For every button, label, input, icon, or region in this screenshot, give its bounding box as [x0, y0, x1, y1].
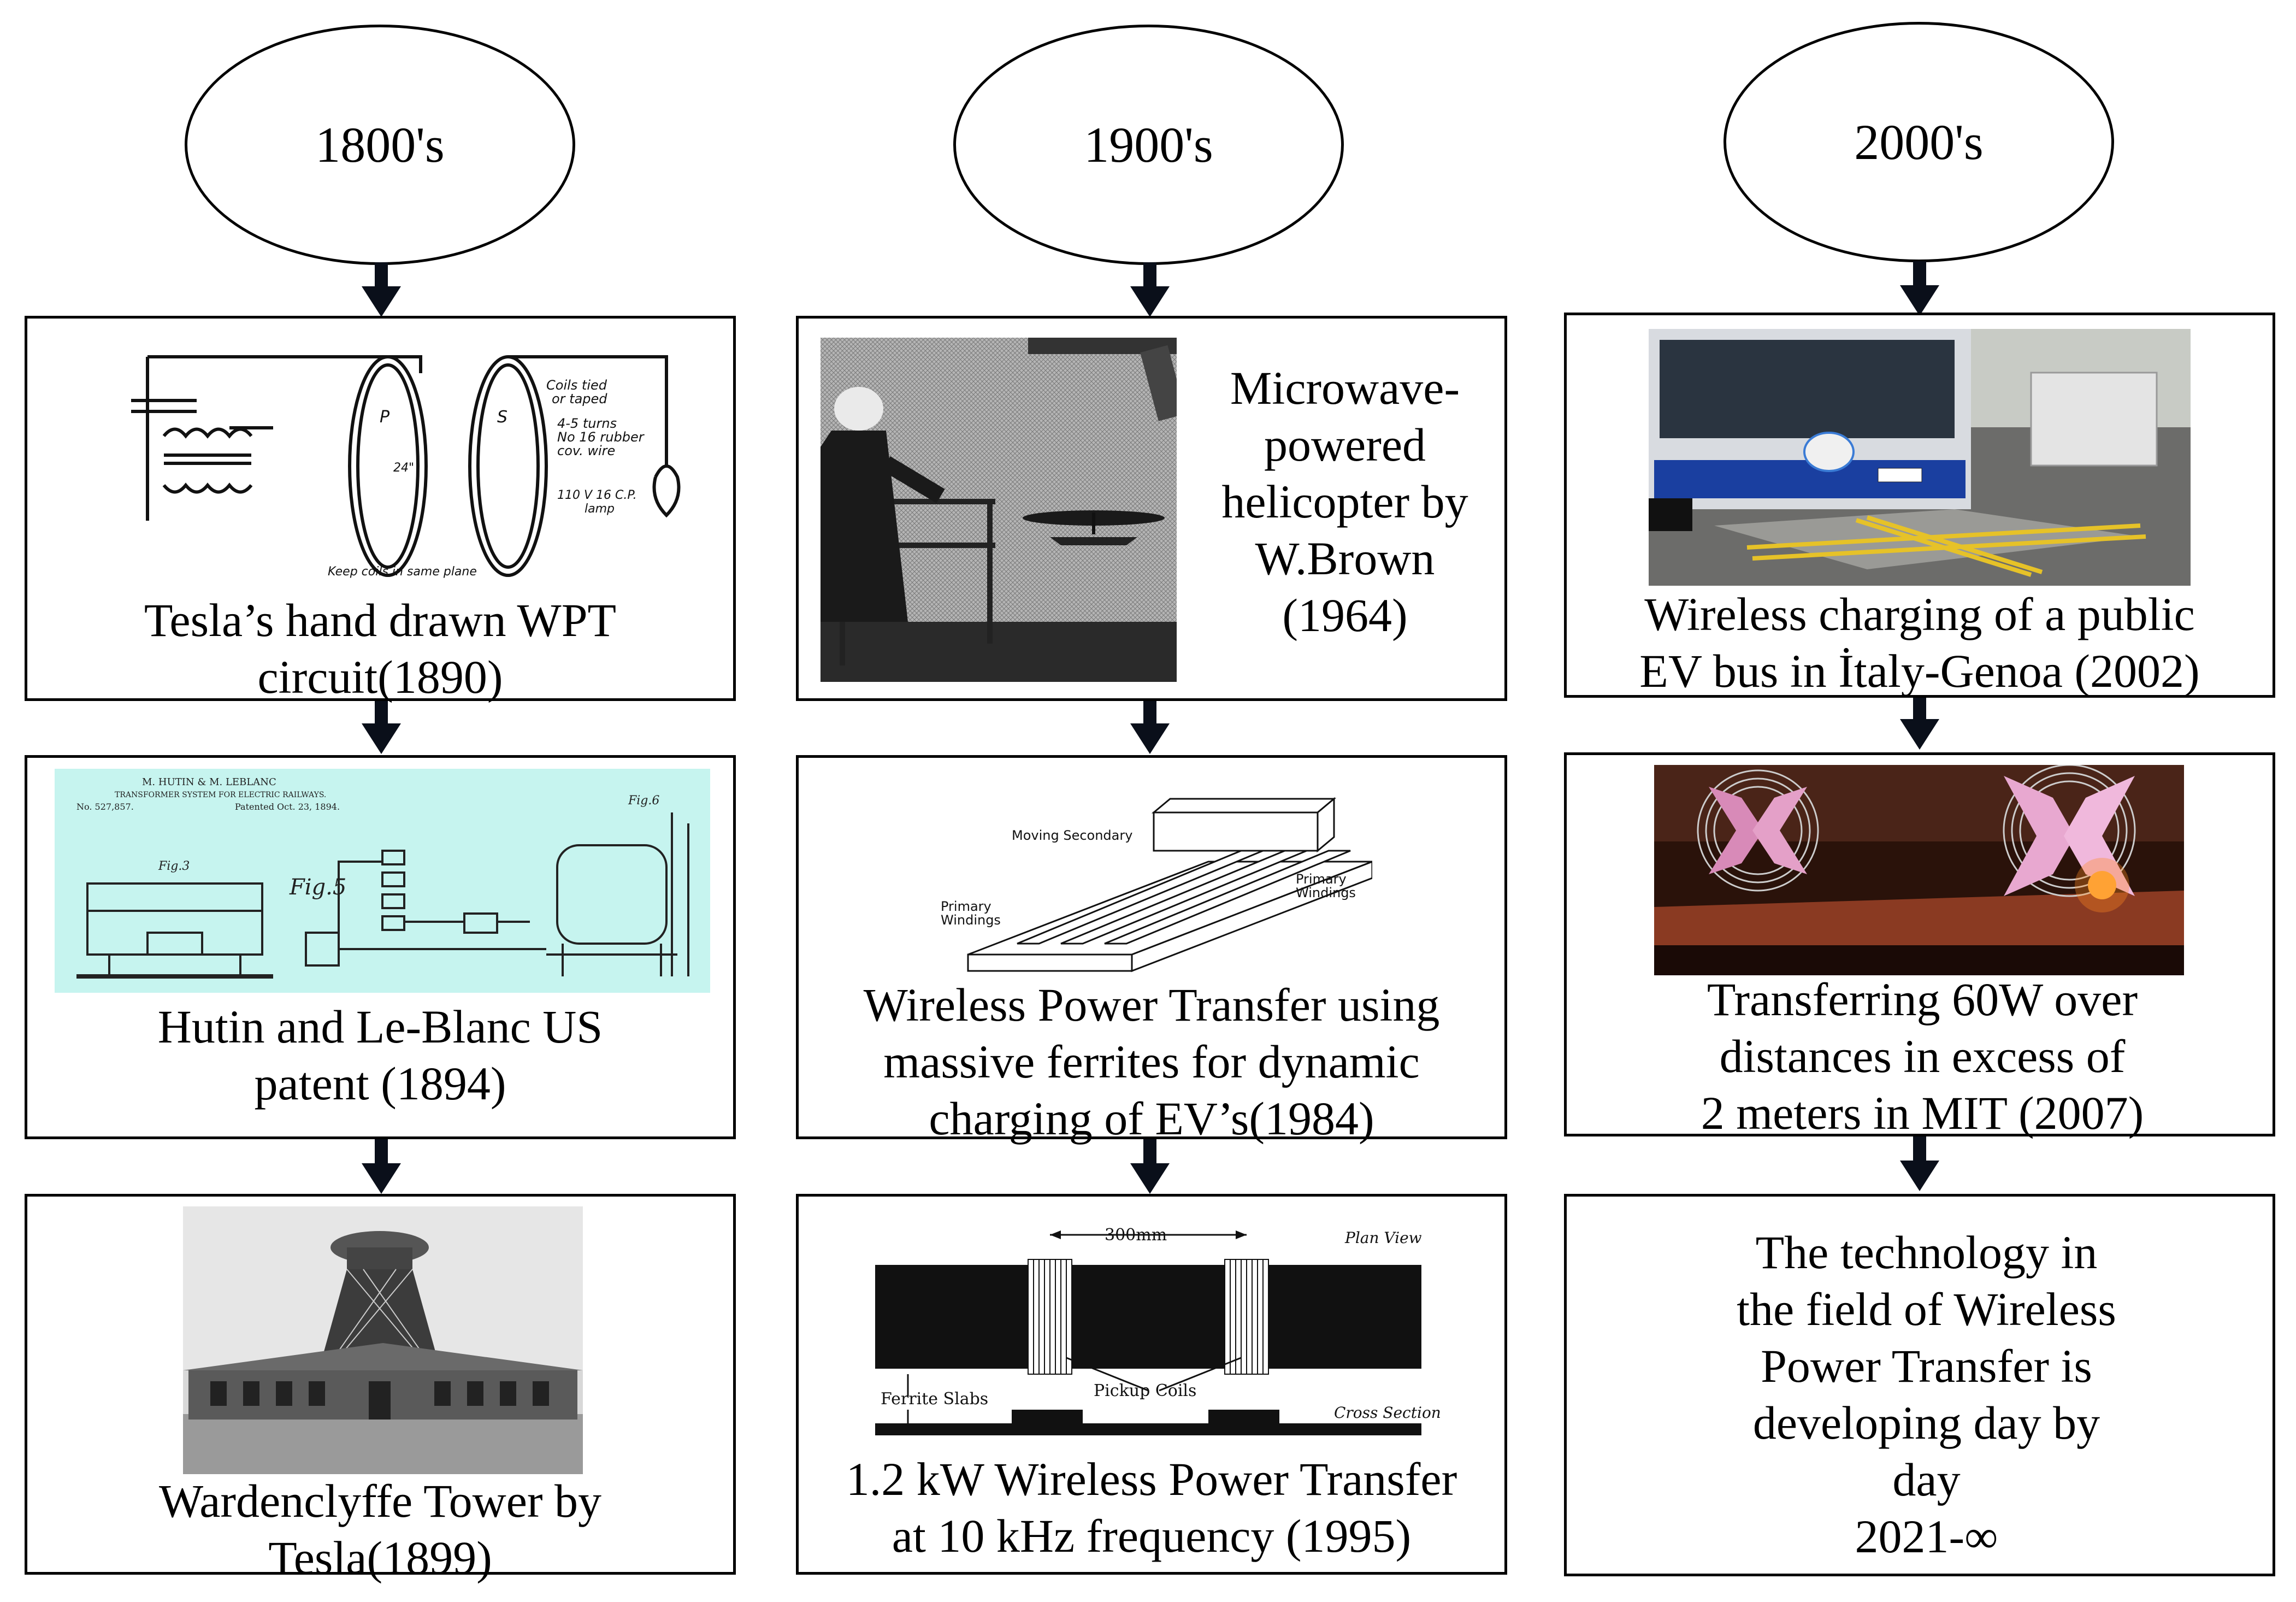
sketch-label: cov. wire [557, 443, 615, 458]
sketch-label: P [380, 408, 390, 427]
diagram-label: Windings [1296, 885, 1356, 900]
item-caption: Transferring 60W over distances in exces… [1701, 973, 2144, 1139]
bus-photo-icon [1649, 329, 2191, 586]
era-2000s-ellipse: 2000's [1724, 22, 2114, 262]
era-1900s-ellipse: 1900's [953, 25, 1344, 265]
item-caption: Wardenclyffe Tower by Tesla(1899) [158, 1475, 602, 1584]
down-arrow-icon [1130, 699, 1170, 754]
era-label: 1800's [315, 117, 445, 173]
pickup-coil-box: 300mm Plan View Ferrite Slabs Pickup Coi… [796, 1194, 1507, 1575]
diagram-label: Ferrite Slabs [881, 1389, 988, 1409]
mit-coils-photo-icon [1654, 765, 2184, 975]
item-caption: The technology in the field of Wireless … [1737, 1226, 2116, 1563]
era-1800s-ellipse: 1800's [185, 25, 575, 265]
bus-charging-box: Wireless charging of a public EV bus in … [1564, 313, 2275, 698]
wardenclyffe-box: Wardenclyffe Tower by Tesla(1899) [25, 1194, 736, 1584]
sketch-label: 4-5 turns [557, 416, 617, 431]
diagram-label: Primary [1296, 871, 1347, 887]
diagram-label: Plan View [1344, 1229, 1422, 1247]
tesla-circuit-box: P S 24" Coils tied or taped 4-5 turns No… [25, 316, 736, 703]
item-caption: 1.2 kW Wireless Power Transfer at 10 kHz… [846, 1453, 1457, 1562]
sketch-label: 24" [393, 461, 414, 475]
patent-text: No. 527,857. [76, 802, 134, 812]
patent-text: Fig.5 [289, 875, 346, 900]
pickup-coil-diagram-icon: 300mm Plan View Ferrite Slabs Pickup Coi… [864, 1216, 1443, 1440]
down-arrow-icon [1900, 1136, 1939, 1191]
sketch-label: Coils tied [546, 378, 607, 393]
down-arrow-icon [362, 699, 401, 754]
hutin-patent-box: M. HUTIN & M. LEBLANC TRANSFORMER SYSTEM… [25, 755, 736, 1139]
diagram-label: Pickup Coils [1094, 1381, 1196, 1400]
era-label: 1900's [1084, 117, 1213, 173]
sketch-label: No 16 rubber [557, 429, 645, 445]
patent-drawing-icon: M. HUTIN & M. LEBLANC TRANSFORMER SYSTEM… [55, 769, 710, 993]
helicopter-box: Microwave- powered helicopter by W.Brown… [796, 316, 1507, 701]
sketch-label: or taped [552, 391, 607, 407]
item-caption: Wireless charging of a public EV bus in … [1639, 588, 2200, 697]
helicopter-photo-icon [821, 338, 1177, 682]
down-arrow-icon [362, 1139, 401, 1194]
sketch-label: lamp [585, 502, 615, 516]
tower-photo-icon [183, 1206, 583, 1474]
diagram-label: 300mm [1105, 1226, 1167, 1245]
tesla-coil-sketch-icon: P S 24" Coils tied or taped 4-5 turns No… [109, 340, 683, 581]
patent-text: Fig.6 [628, 794, 659, 808]
item-caption: Microwave- powered helicopter by W.Brown… [1221, 362, 1468, 641]
future-box: The technology in the field of Wireless … [1564, 1194, 2275, 1576]
diagram-label: Cross Section [1334, 1404, 1441, 1422]
sketch-label: Keep coils in same plane [328, 565, 477, 579]
down-arrow-icon [362, 262, 401, 317]
down-arrow-icon [1130, 1139, 1170, 1194]
down-arrow-icon [1130, 262, 1170, 317]
mit-experiment-box: Transferring 60W over distances in exces… [1564, 752, 2275, 1139]
item-caption: Hutin and Le-Blanc US patent (1894) [157, 1000, 603, 1110]
patent-text: M. HUTIN & M. LEBLANC [142, 776, 276, 788]
diagram-label: Moving Secondary [1012, 828, 1132, 843]
sketch-label: 110 V 16 C.P. [557, 488, 637, 502]
ferrite-track-box: Moving Secondary Primary Windings Primar… [796, 755, 1507, 1145]
item-caption: Tesla’s hand drawn WPT circuit(1890) [144, 594, 617, 703]
patent-text: Patented Oct. 23, 1894. [235, 802, 340, 812]
patent-text: Fig.3 [158, 859, 190, 873]
down-arrow-icon [1900, 695, 1939, 750]
diagram-label: Windings [941, 912, 1001, 928]
diagram-label: Primary [941, 899, 991, 914]
patent-text: TRANSFORMER SYSTEM FOR ELECTRIC RAILWAYS… [115, 791, 326, 799]
down-arrow-icon [1900, 261, 1939, 316]
sketch-label: S [497, 408, 507, 427]
ferrite-track-diagram-icon: Moving Secondary Primary Windings Primar… [935, 780, 1372, 987]
era-label: 2000's [1854, 114, 1984, 170]
item-caption: Wireless Power Transfer using massive fe… [863, 979, 1440, 1145]
